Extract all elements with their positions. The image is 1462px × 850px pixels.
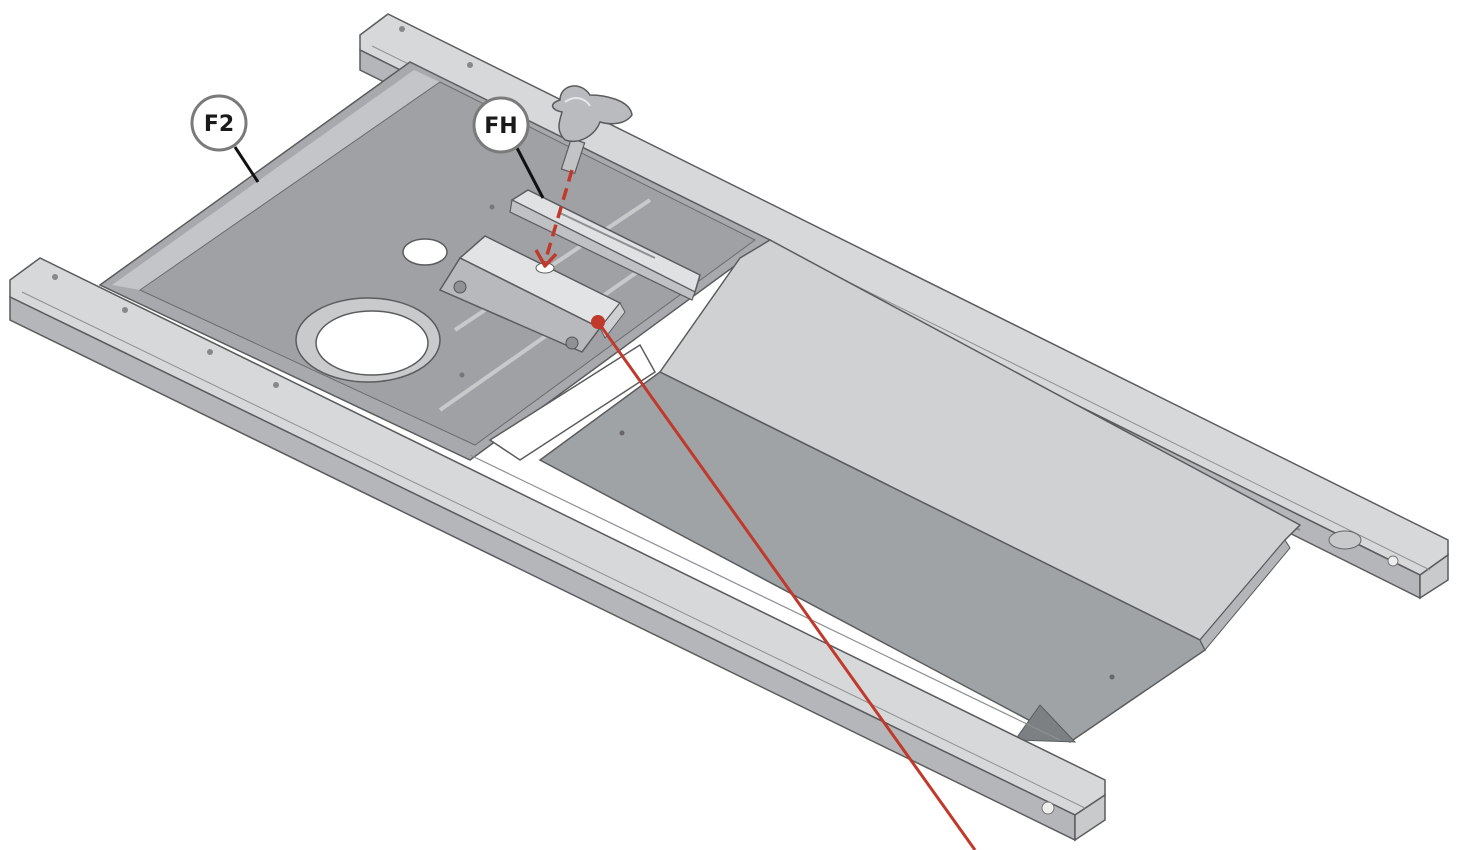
front-rail xyxy=(9,257,1106,842)
callout-f2-label: F2 xyxy=(204,112,234,137)
callout-fh-label: FH xyxy=(484,114,517,139)
callout-f2: F2 xyxy=(190,94,260,183)
callout-fh: FH xyxy=(472,96,545,199)
detail-leader-line xyxy=(591,315,977,850)
chute-panel xyxy=(488,239,1302,743)
clamp-bracket-lower xyxy=(438,235,626,353)
insertion-path xyxy=(534,169,574,268)
star-knob xyxy=(551,85,633,175)
base-plate-f2 xyxy=(98,61,772,461)
